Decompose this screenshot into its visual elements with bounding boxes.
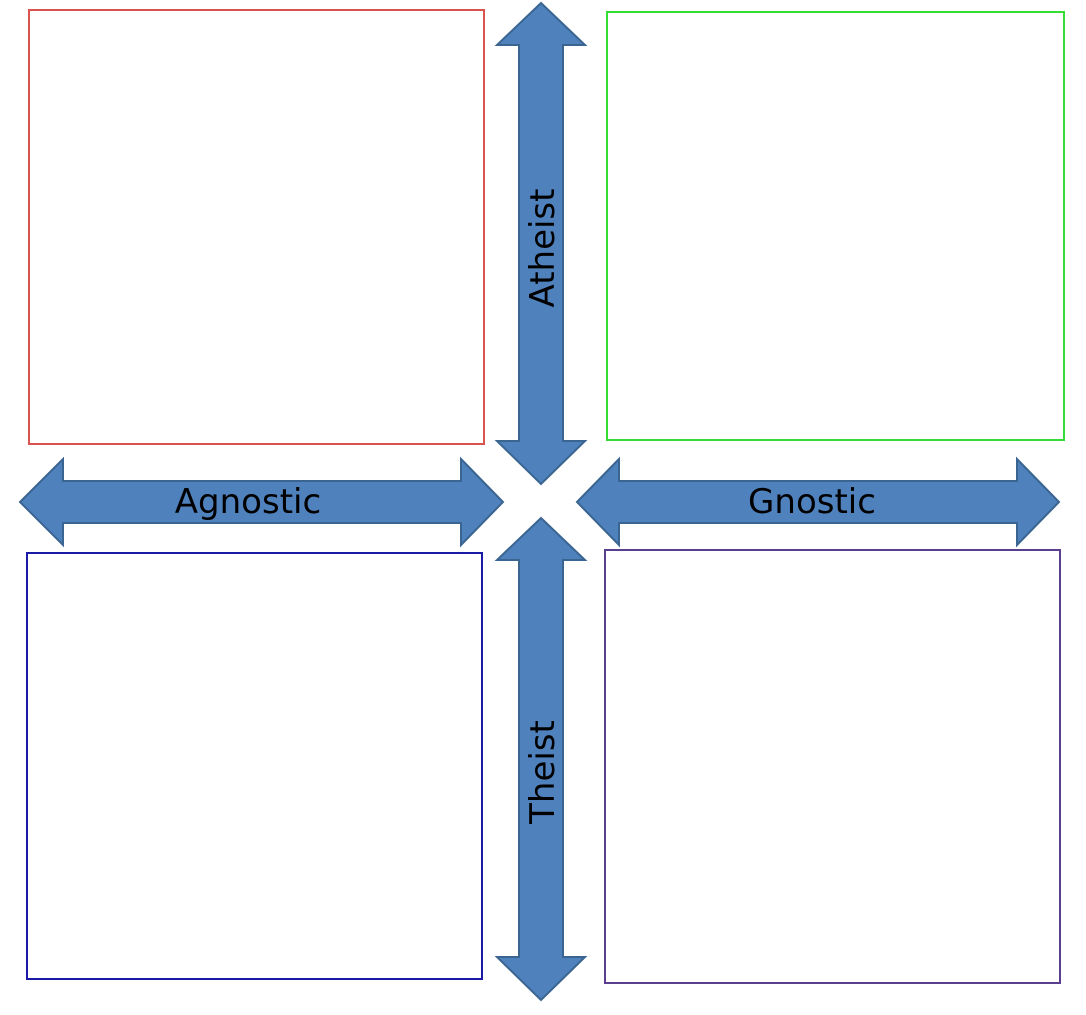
quadrant-box-bottom-left	[26, 552, 483, 980]
agnostic-arrow	[18, 456, 505, 548]
atheist-arrow	[494, 1, 588, 486]
theist-arrow	[494, 516, 588, 1002]
atheist-label: Atheist	[523, 189, 563, 308]
theist-label: Theist	[523, 720, 563, 825]
quadrant-box-top-left	[28, 9, 485, 445]
gnostic-arrow	[575, 456, 1061, 548]
quadrant-box-bottom-right	[604, 549, 1061, 984]
agnostic-label: Agnostic	[175, 482, 321, 522]
gnostic-label: Gnostic	[748, 482, 876, 522]
quadrant-box-top-right	[606, 11, 1065, 441]
